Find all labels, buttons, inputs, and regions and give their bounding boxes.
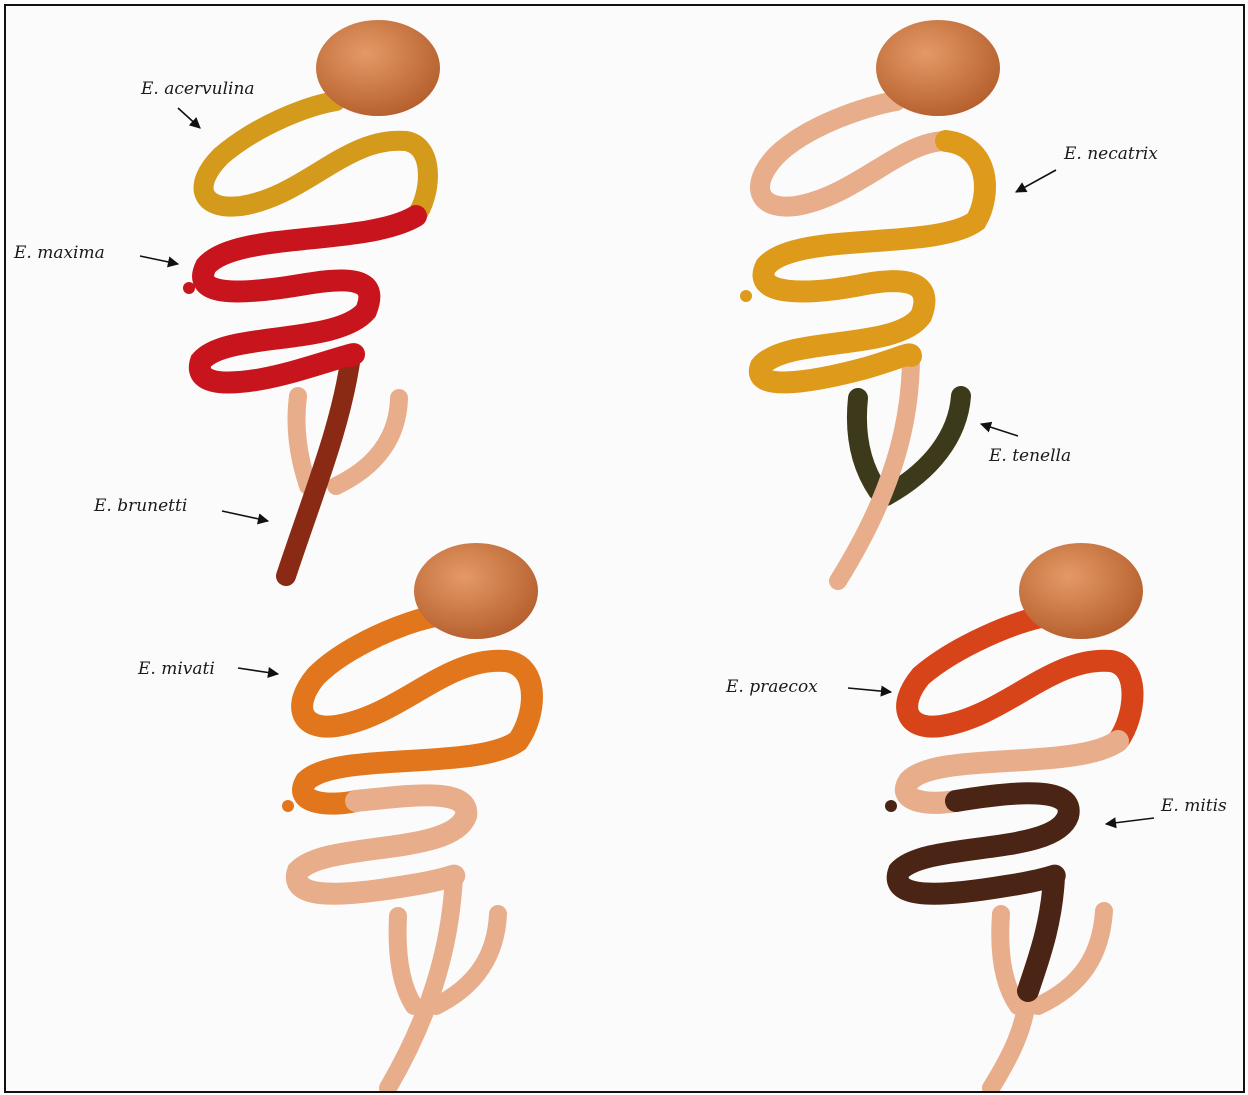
svg-text:E. maxima: E. maxima bbox=[13, 243, 105, 263]
gizzard bbox=[414, 543, 538, 639]
label-mitis: E. mitis bbox=[1106, 796, 1227, 824]
panel-bottom-left bbox=[282, 543, 538, 1088]
label-mivati: E. mivati bbox=[137, 659, 278, 679]
label-maxima: E. maxima bbox=[13, 243, 178, 264]
gizzard bbox=[876, 20, 1000, 116]
svg-text:E. tenella: E. tenella bbox=[988, 446, 1071, 466]
svg-text:E. necatrix: E. necatrix bbox=[1063, 144, 1158, 164]
cecum-left-tenella bbox=[857, 398, 878, 491]
gizzard bbox=[316, 20, 440, 116]
panel-bottom-right bbox=[885, 543, 1143, 1088]
svg-text:E. mivati: E. mivati bbox=[137, 659, 215, 679]
intestine-segment-mivati bbox=[302, 616, 532, 804]
svg-text:E. acervulina: E. acervulina bbox=[140, 79, 255, 99]
duodenum-pale bbox=[760, 101, 946, 207]
yolk-stalk bbox=[740, 290, 752, 302]
yolk-stalk bbox=[885, 800, 897, 812]
intestine-segment-mitis bbox=[898, 793, 1069, 991]
svg-text:E. praecox: E. praecox bbox=[725, 677, 818, 697]
label-tenella: E. tenella bbox=[981, 424, 1071, 466]
eimeria-infection-sites-diagram: E. acervulina E. maxima E. brunetti E. n… bbox=[6, 6, 1243, 1091]
svg-text:E. mitis: E. mitis bbox=[1160, 796, 1227, 816]
svg-text:E. brunetti: E. brunetti bbox=[93, 496, 187, 516]
label-brunetti: E. brunetti bbox=[93, 496, 268, 521]
panel-top-right bbox=[740, 20, 1000, 581]
intestine-segment-maxima bbox=[200, 216, 416, 383]
yolk-stalk bbox=[183, 282, 195, 294]
gizzard bbox=[1019, 543, 1143, 639]
panel-top-left bbox=[183, 20, 440, 576]
label-necatrix: E. necatrix bbox=[1016, 144, 1158, 192]
label-acervulina: E. acervulina bbox=[140, 79, 255, 128]
figure-frame: E. acervulina E. maxima E. brunetti E. n… bbox=[4, 4, 1245, 1093]
intestine-segment-acervulina bbox=[204, 101, 428, 216]
yolk-stalk bbox=[282, 800, 294, 812]
label-praecox: E. praecox bbox=[725, 677, 891, 697]
